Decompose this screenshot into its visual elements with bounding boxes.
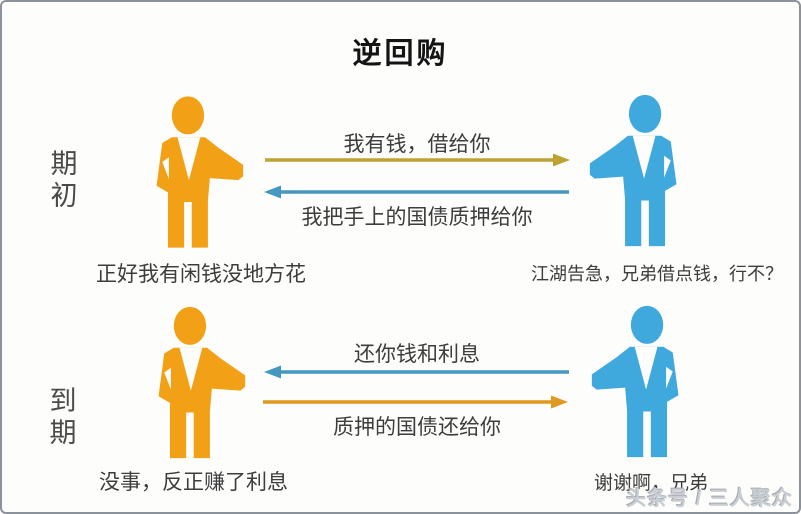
lender-caption: 没事，反正赚了利息 bbox=[99, 471, 288, 494]
borrower-caption: 江湖告急，兄弟借点钱，行不？ bbox=[531, 264, 783, 284]
lender-figure bbox=[128, 90, 246, 253]
collateral-return-label: 质押的国债还给你 bbox=[333, 416, 501, 439]
collateral-flow-label: 我把手上的国债质押给你 bbox=[301, 206, 533, 229]
repayment-flow-label: 还你钱和利息 bbox=[354, 343, 480, 366]
borrower-figure bbox=[587, 88, 705, 252]
collateral-return-arrow bbox=[263, 395, 568, 409]
collateral-flow-arrow bbox=[264, 185, 569, 199]
lender-caption: 正好我有闲钱没地方花 bbox=[96, 263, 306, 286]
lender-figure bbox=[130, 302, 248, 462]
watermark: 头条号 / 三人聚众 bbox=[626, 488, 793, 510]
stage-label-maturity: 到期 bbox=[49, 386, 77, 448]
cash-flow-label: 我有钱，借给你 bbox=[343, 133, 491, 156]
borrower-figure bbox=[589, 300, 707, 462]
cash-flow-arrow bbox=[265, 153, 570, 167]
borrower-caption: 谢谢啊，兄弟 bbox=[594, 473, 709, 494]
diagram-title: 逆回购 bbox=[352, 38, 449, 70]
stage-label-initial: 期初 bbox=[50, 149, 78, 211]
repayment-flow-arrow bbox=[264, 365, 569, 379]
